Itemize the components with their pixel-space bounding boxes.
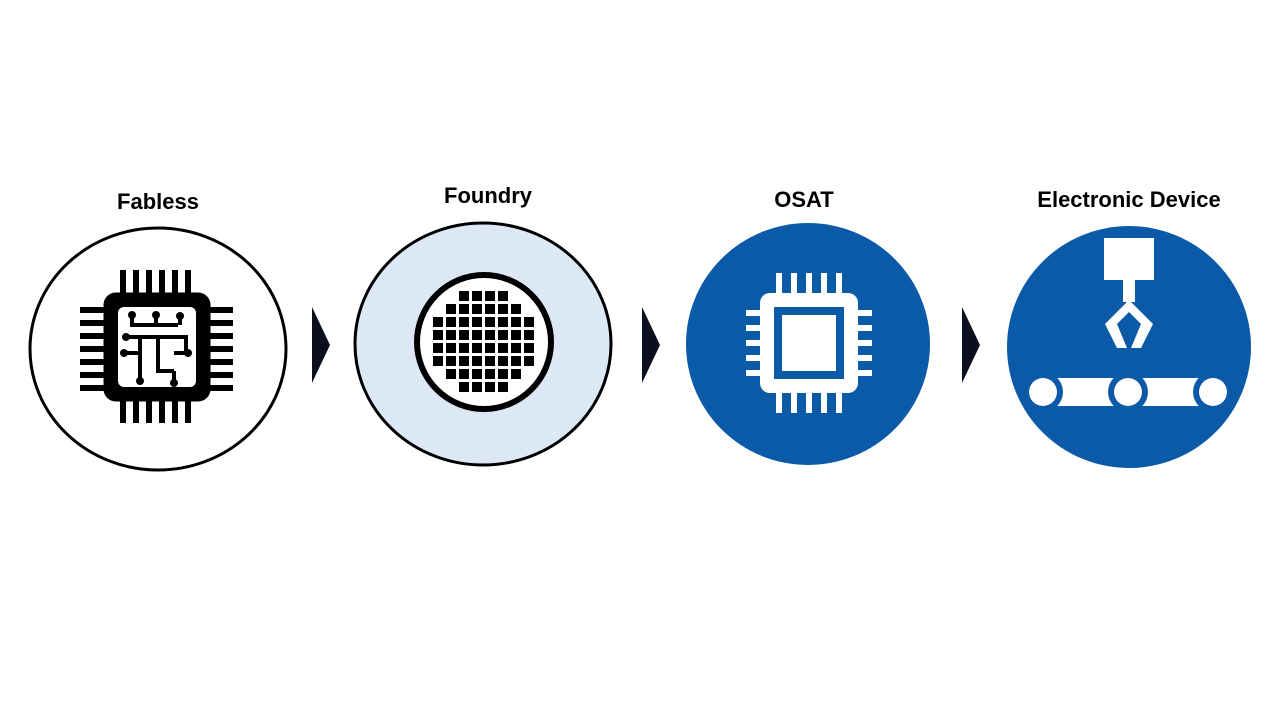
- wafer-die: [498, 382, 508, 392]
- wafer-die: [485, 356, 495, 366]
- wafer-die: [459, 356, 469, 366]
- wafer-die: [459, 330, 469, 340]
- wafer-die: [498, 291, 508, 301]
- wafer-die: [446, 317, 456, 327]
- wafer-die: [459, 382, 469, 392]
- stage-label-fabless: Fabless: [117, 189, 199, 214]
- wafer-die: [433, 317, 443, 327]
- wafer-die: [459, 369, 469, 379]
- wafer-die: [511, 304, 521, 314]
- stage-electronic-device: [1007, 226, 1251, 468]
- wafer-die: [485, 291, 495, 301]
- wafer-die: [472, 330, 482, 340]
- stage-osat: [686, 223, 930, 465]
- wafer-die: [498, 330, 508, 340]
- wafer-die: [472, 291, 482, 301]
- stage-label-foundry: Foundry: [444, 183, 532, 208]
- wafer-die: [485, 304, 495, 314]
- wafer-die: [459, 304, 469, 314]
- wafer-die: [485, 330, 495, 340]
- wafer-die: [524, 317, 534, 327]
- wafer-die: [498, 317, 508, 327]
- arrow-3: [962, 307, 980, 383]
- wafer-die: [472, 356, 482, 366]
- wafer-die: [511, 317, 521, 327]
- wafer-die: [472, 317, 482, 327]
- wafer-die: [524, 343, 534, 353]
- wafer-die: [433, 356, 443, 366]
- arrow-1: [312, 307, 330, 383]
- wafer-die: [498, 369, 508, 379]
- wafer-die: [485, 343, 495, 353]
- wafer-die: [524, 330, 534, 340]
- wafer-die: [446, 343, 456, 353]
- wafer-die: [485, 369, 495, 379]
- wafer-die: [511, 356, 521, 366]
- wafer-die: [446, 356, 456, 366]
- wafer-die: [446, 369, 456, 379]
- wafer-die: [498, 356, 508, 366]
- wafer-die: [446, 304, 456, 314]
- wafer-die: [472, 343, 482, 353]
- stage-label-osat: OSAT: [774, 187, 834, 212]
- wafer-die: [485, 382, 495, 392]
- packaged-chip-icon: [746, 273, 872, 413]
- wafer-die: [511, 343, 521, 353]
- stage-fabless: [28, 226, 288, 472]
- wafer-die: [459, 291, 469, 301]
- stage-label-electronic-device: Electronic Device: [1037, 187, 1221, 212]
- wafer-die: [498, 343, 508, 353]
- assembly-line-icon: [1023, 238, 1233, 412]
- wafer-die: [485, 317, 495, 327]
- wafer-die: [433, 330, 443, 340]
- arrow-2: [642, 307, 660, 383]
- wafer-die: [433, 343, 443, 353]
- wafer-die: [498, 304, 508, 314]
- wafer-die: [472, 369, 482, 379]
- wafer-die: [511, 369, 521, 379]
- wafer-icon: [414, 272, 554, 412]
- chip-design-icon: [80, 270, 233, 423]
- wafer-die: [472, 382, 482, 392]
- wafer-die: [511, 330, 521, 340]
- electronic-device-circle: [1007, 226, 1251, 468]
- wafer-die: [459, 343, 469, 353]
- wafer-die: [459, 317, 469, 327]
- stage-foundry: [353, 221, 613, 467]
- wafer-die: [472, 304, 482, 314]
- wafer-die: [524, 356, 534, 366]
- wafer-die: [446, 330, 456, 340]
